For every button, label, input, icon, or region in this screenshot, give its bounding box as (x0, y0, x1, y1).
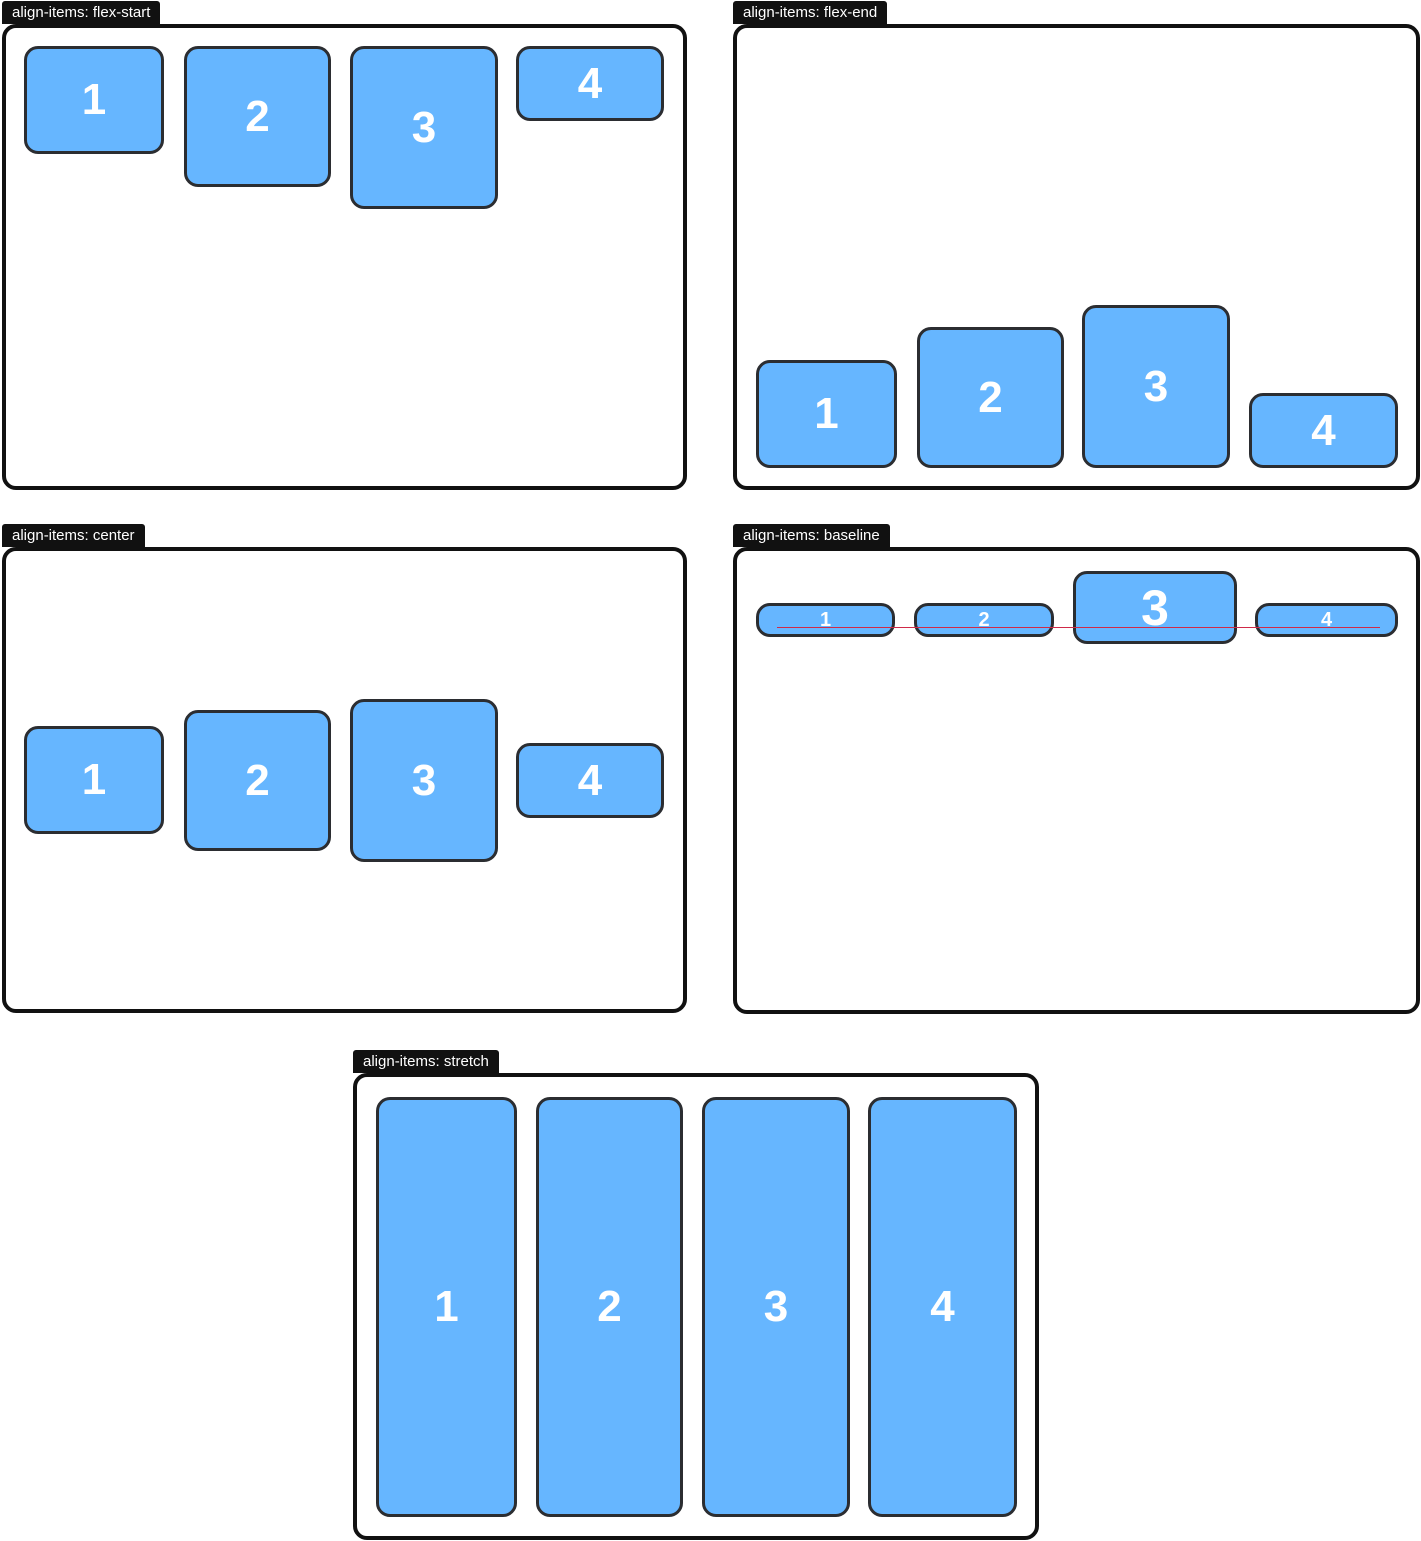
flex-item-1: 1 (24, 46, 164, 154)
baseline-guide-line (777, 627, 1380, 628)
flex-container: 1 2 3 4 (2, 547, 687, 1013)
panel-label: align-items: stretch (353, 1050, 499, 1073)
flex-item-2: 2 (917, 327, 1064, 468)
flex-item-3: 3 (350, 46, 498, 209)
panel-baseline: align-items: baseline 1 2 3 4 (733, 524, 1420, 1014)
flex-item-3: 3 (350, 699, 498, 862)
flex-item-3: 3 (702, 1097, 850, 1517)
flex-item-2: 2 (536, 1097, 683, 1517)
flex-item-4: 4 (516, 743, 664, 818)
flex-item-3: 3 (1082, 305, 1230, 468)
panel-label: align-items: baseline (733, 524, 890, 547)
panel-flex-end: align-items: flex-end 1 2 3 4 (733, 1, 1420, 490)
flex-item-1: 1 (756, 603, 895, 637)
panel-label: align-items: center (2, 524, 145, 547)
flex-item-2: 2 (184, 46, 331, 187)
panel-center: align-items: center 1 2 3 4 (2, 524, 687, 1013)
panel-label: align-items: flex-start (2, 1, 161, 24)
flex-item-1: 1 (376, 1097, 517, 1517)
flex-container: 1 2 3 4 (2, 24, 687, 490)
flex-container: 1 2 3 4 (733, 547, 1420, 1014)
flex-container: 1 2 3 4 (353, 1073, 1039, 1540)
flex-item-1: 1 (756, 360, 897, 468)
panel-label: align-items: flex-end (733, 1, 888, 24)
flex-item-4: 4 (1249, 393, 1398, 468)
flex-container: 1 2 3 4 (733, 24, 1420, 490)
flex-item-4: 4 (516, 46, 664, 121)
flex-item-4: 4 (868, 1097, 1017, 1517)
flex-item-4: 4 (1255, 603, 1398, 637)
panel-stretch: align-items: stretch 1 2 3 4 (353, 1050, 1039, 1540)
panel-flex-start: align-items: flex-start 1 2 3 4 (2, 1, 687, 490)
flex-item-1: 1 (24, 726, 164, 834)
flex-item-2: 2 (184, 710, 331, 851)
flex-item-3: 3 (1073, 571, 1237, 644)
flex-item-2: 2 (914, 603, 1054, 637)
